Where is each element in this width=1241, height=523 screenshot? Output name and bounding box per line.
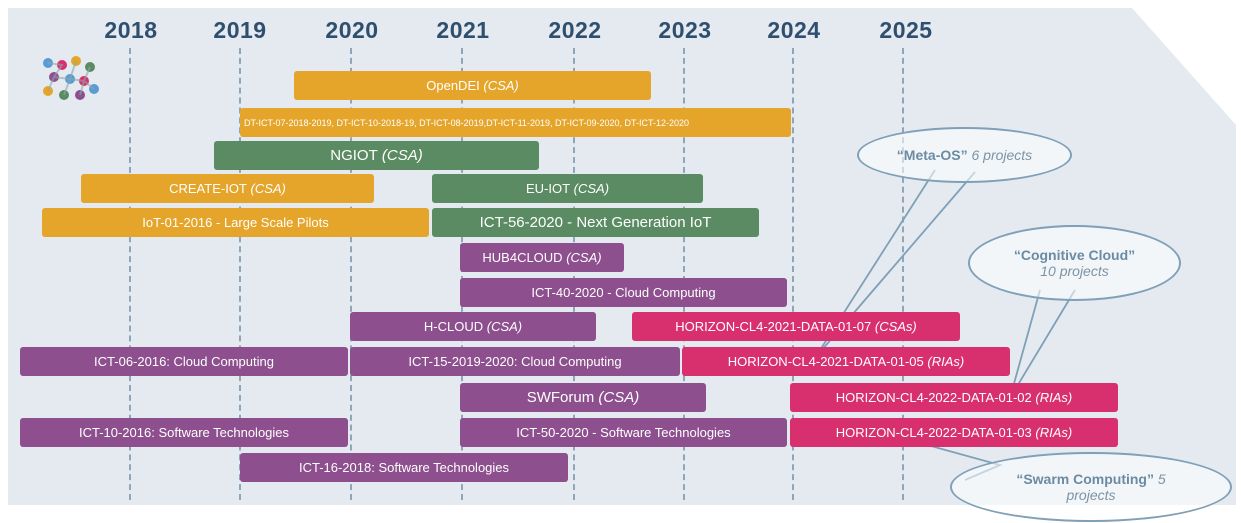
bar-label: DT-ICT-07-2018-2019, DT-ICT-10-2018-19, …	[244, 117, 690, 128]
bar-horizon-cl4-2022-data-01-02[interactable]: HORIZON-CL4-2022-DATA-01-02 (RIAs)	[790, 383, 1118, 412]
callout-detail-count: 5	[1157, 471, 1166, 487]
bar-create-iot[interactable]: CREATE-IOT (CSA)	[81, 174, 374, 203]
bar-ict-06-2016[interactable]: ICT-06-2016: Cloud Computing	[20, 347, 348, 376]
gridline-2024	[792, 48, 794, 500]
bar-label: NGIOT	[330, 147, 378, 164]
bar-h-cloud[interactable]: H-CLOUD (CSA)	[350, 312, 596, 341]
gridline-2021	[461, 48, 463, 500]
bar-tag: (CSA)	[381, 147, 423, 164]
bar-label: ICT-15-2019-2020: Cloud Computing	[408, 354, 622, 369]
year-label-2025: 2025	[879, 17, 933, 43]
bar-tag: (CSAs)	[874, 319, 917, 334]
bar-tag: (RIAs)	[927, 354, 965, 369]
gridline-2019	[239, 48, 241, 500]
bar-label: SWForum	[526, 389, 595, 406]
bar-horizon-cl4-2021-data-01-05[interactable]: HORIZON-CL4-2021-DATA-01-05 (RIAs)	[682, 347, 1010, 376]
bar-label: CREATE-IOT	[169, 181, 247, 196]
callout-title: “Cognitive Cloud”	[1013, 247, 1136, 263]
bar-label: HORIZON-CL4-2022-DATA-01-02	[835, 390, 1032, 405]
callout-detail-unit: projects	[1066, 487, 1116, 503]
year-label-2022: 2022	[548, 17, 602, 43]
bar-ngiot[interactable]: NGIOT (CSA)	[214, 141, 539, 170]
callout-swarm-computing: “Swarm Computing” 5 projects	[950, 452, 1232, 522]
callout-detail: 6 projects	[971, 147, 1033, 163]
bar-ict-15-2019-2020[interactable]: ICT-15-2019-2020: Cloud Computing	[350, 347, 680, 376]
bar-horizon-cl4-2022-data-01-03[interactable]: HORIZON-CL4-2022-DATA-01-03 (RIAs)	[790, 418, 1118, 447]
bar-ict-10-2016[interactable]: ICT-10-2016: Software Technologies	[20, 418, 348, 447]
bar-label: IoT-01-2016 - Large Scale Pilots	[142, 215, 329, 230]
bar-swforum[interactable]: SWForum (CSA)	[460, 383, 706, 412]
bar-hub4cloud[interactable]: HUB4CLOUD (CSA)	[460, 243, 624, 272]
year-label-2019: 2019	[213, 17, 267, 43]
bar-tag: (CSA)	[486, 319, 523, 334]
bar-tag: (CSA)	[250, 181, 286, 196]
callout-line-1: “Swarm Computing” 5	[1016, 471, 1165, 487]
bar-eu-iot[interactable]: EU-IOT (CSA)	[432, 174, 703, 203]
bar-label: OpenDEI	[426, 78, 480, 93]
bar-label: ICT-56-2020 - Next Generation IoT	[479, 214, 712, 231]
bar-label: HUB4CLOUD	[482, 250, 563, 265]
gridline-2022	[573, 48, 575, 500]
bar-label: H-CLOUD	[423, 319, 484, 334]
bar-tag: (CSA)	[566, 250, 602, 265]
callout-detail: 10 projects	[1040, 263, 1109, 279]
bar-ict-50-2020[interactable]: ICT-50-2020 - Software Technologies	[460, 418, 787, 447]
bar-ict-56-2020[interactable]: ICT-56-2020 - Next Generation IoT	[432, 208, 759, 237]
gridline-2023	[683, 48, 685, 500]
bar-ict-16-2018[interactable]: ICT-16-2018: Software Technologies	[240, 453, 568, 482]
bar-label: ICT-16-2018: Software Technologies	[298, 460, 510, 475]
bar-label: HORIZON-CL4-2021-DATA-01-07	[675, 319, 872, 334]
bar-tag: (RIAs)	[1035, 390, 1073, 405]
bar-iot-01-2016[interactable]: IoT-01-2016 - Large Scale Pilots	[42, 208, 429, 237]
bar-label: ICT-06-2016: Cloud Computing	[94, 354, 274, 369]
bar-horizon-cl4-2021-data-01-07[interactable]: HORIZON-CL4-2021-DATA-01-07 (CSAs)	[632, 312, 960, 341]
callout-title: “Meta-OS”	[896, 147, 968, 163]
logo-icon	[43, 56, 99, 100]
bar-dt-ict-calls[interactable]: DT-ICT-07-2018-2019, DT-ICT-10-2018-19, …	[240, 108, 791, 137]
callout-title: “Swarm Computing”	[1016, 471, 1154, 487]
year-label-2020: 2020	[325, 17, 379, 43]
bar-ict-40-2020[interactable]: ICT-40-2020 - Cloud Computing	[460, 278, 787, 307]
bar-label: EU-IOT	[525, 181, 571, 196]
callout-cognitive-cloud: “Cognitive Cloud” 10 projects	[968, 225, 1181, 301]
year-label-2018: 2018	[104, 17, 158, 43]
year-label-2024: 2024	[767, 17, 821, 43]
year-label-2021: 2021	[436, 17, 490, 43]
bar-opendei[interactable]: OpenDEI (CSA)	[294, 71, 651, 100]
callout-meta-os: “Meta-OS” 6 projects	[857, 127, 1072, 183]
bar-tag: (CSA)	[598, 389, 640, 406]
bar-tag: (RIAs)	[1035, 425, 1073, 440]
bar-tag: (CSA)	[483, 78, 519, 93]
bar-label: ICT-40-2020 - Cloud Computing	[531, 285, 716, 300]
bar-tag: (CSA)	[573, 181, 610, 196]
gridline-2020	[350, 48, 352, 500]
bar-label: ICT-10-2016: Software Technologies	[78, 425, 290, 440]
gridline-2018	[129, 48, 131, 500]
bar-label: HORIZON-CL4-2022-DATA-01-03	[835, 425, 1032, 440]
bar-label: HORIZON-CL4-2021-DATA-01-05	[727, 354, 924, 369]
year-label-2023: 2023	[658, 17, 712, 43]
bar-label: ICT-50-2020 - Software Technologies	[516, 425, 731, 440]
